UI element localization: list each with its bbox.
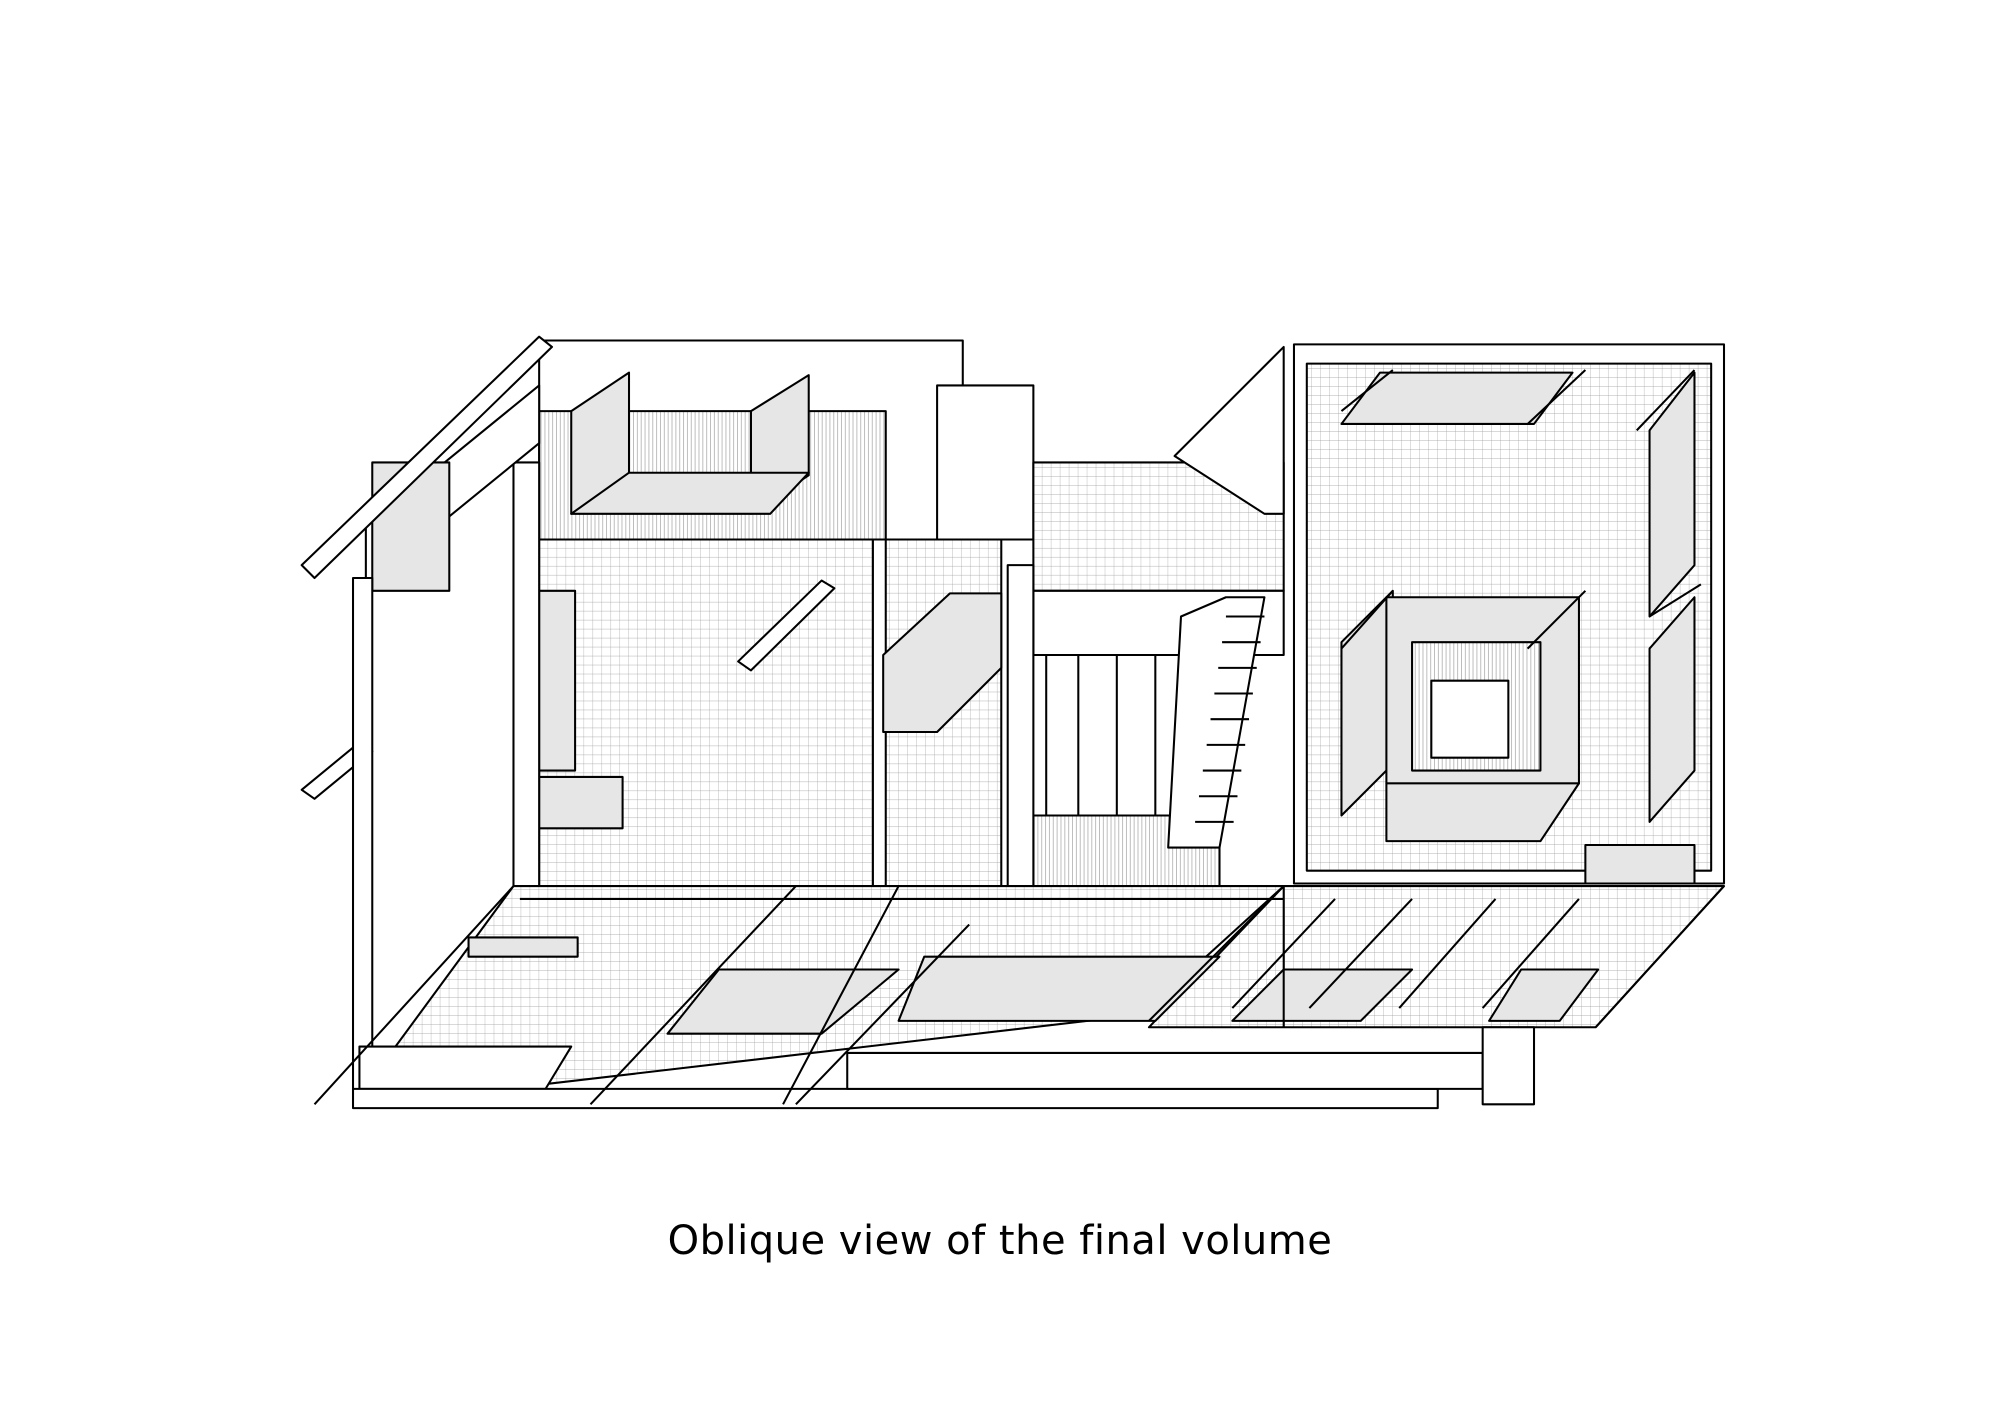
right-volume: [1173, 343, 1726, 885]
lower-floor-plate: [313, 885, 1726, 1110]
figure-caption: Oblique view of the final volume: [667, 1218, 1333, 1264]
central-atrium: [1006, 461, 1285, 945]
staircase: [1167, 596, 1266, 849]
left-volume: [300, 335, 1035, 1106]
